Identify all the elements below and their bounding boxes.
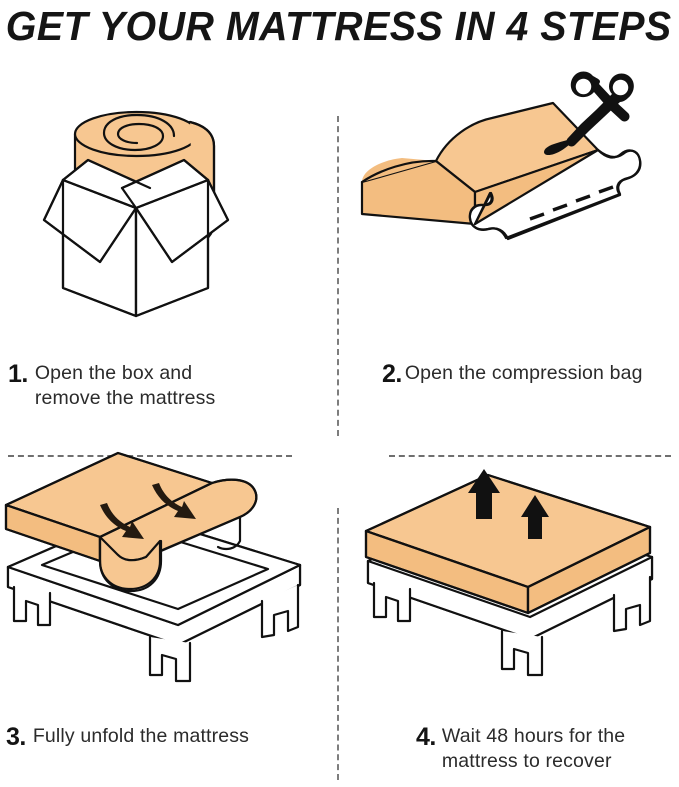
divider-vertical-top <box>337 116 339 436</box>
unfold-arrows <box>100 483 196 539</box>
step-number-4: 4. <box>416 723 436 751</box>
illustration-flat-mattress-on-bed-frame <box>340 425 679 725</box>
step-card-3: 3. Fully unfold the mattress <box>0 425 339 787</box>
folded-mattress <box>4 451 258 593</box>
step-number-3: 3. <box>6 723 26 751</box>
header: GET YOUR MATTRESS IN 4 STEPS <box>0 0 679 62</box>
step-card-4: 4. Wait 48 hours for the mattress to rec… <box>340 425 679 787</box>
step-card-1: 1. Open the box and remove the mattress <box>0 62 339 424</box>
step-caption-3: 3. Fully unfold the mattress <box>0 723 339 751</box>
illustration-open-box-with-rolled-mattress <box>0 62 339 362</box>
scissors-icon <box>544 71 634 156</box>
step-text-2: Open the compression bag <box>404 362 643 384</box>
step-text-1: Open the box and remove the mattress <box>34 362 216 409</box>
step-caption-2: 2. Open the compression bag <box>340 360 679 388</box>
bag-mattress-top <box>434 101 600 194</box>
step-text-4: Wait 48 hours for the mattress to recove… <box>441 725 626 772</box>
step-number-1: 1. <box>8 360 28 388</box>
step-caption-1: 1. Open the box and remove the mattress <box>0 360 339 411</box>
divider-horizontal-right <box>389 455 671 457</box>
illustration-partially-folded-mattress-on-bed-frame <box>0 425 339 725</box>
steps-grid: 1. Open the box and remove the mattress <box>0 62 679 786</box>
divider-horizontal-left <box>8 455 292 457</box>
step-number-2: 2. <box>382 360 402 388</box>
illustration-compression-bag-with-scissors <box>340 62 679 362</box>
page-title: GET YOUR MATTRESS IN 4 STEPS <box>5 3 672 49</box>
flat-mattress <box>364 473 652 615</box>
step-text-3: Fully unfold the mattress <box>32 725 250 747</box>
step-caption-4: 4. Wait 48 hours for the mattress to rec… <box>340 723 679 774</box>
expand-arrows <box>468 469 549 539</box>
step-card-2: 2. Open the compression bag <box>340 62 679 424</box>
roll-spiral <box>102 113 176 152</box>
divider-vertical-bottom <box>337 508 339 780</box>
bag-dashed-cut-line <box>529 185 614 221</box>
